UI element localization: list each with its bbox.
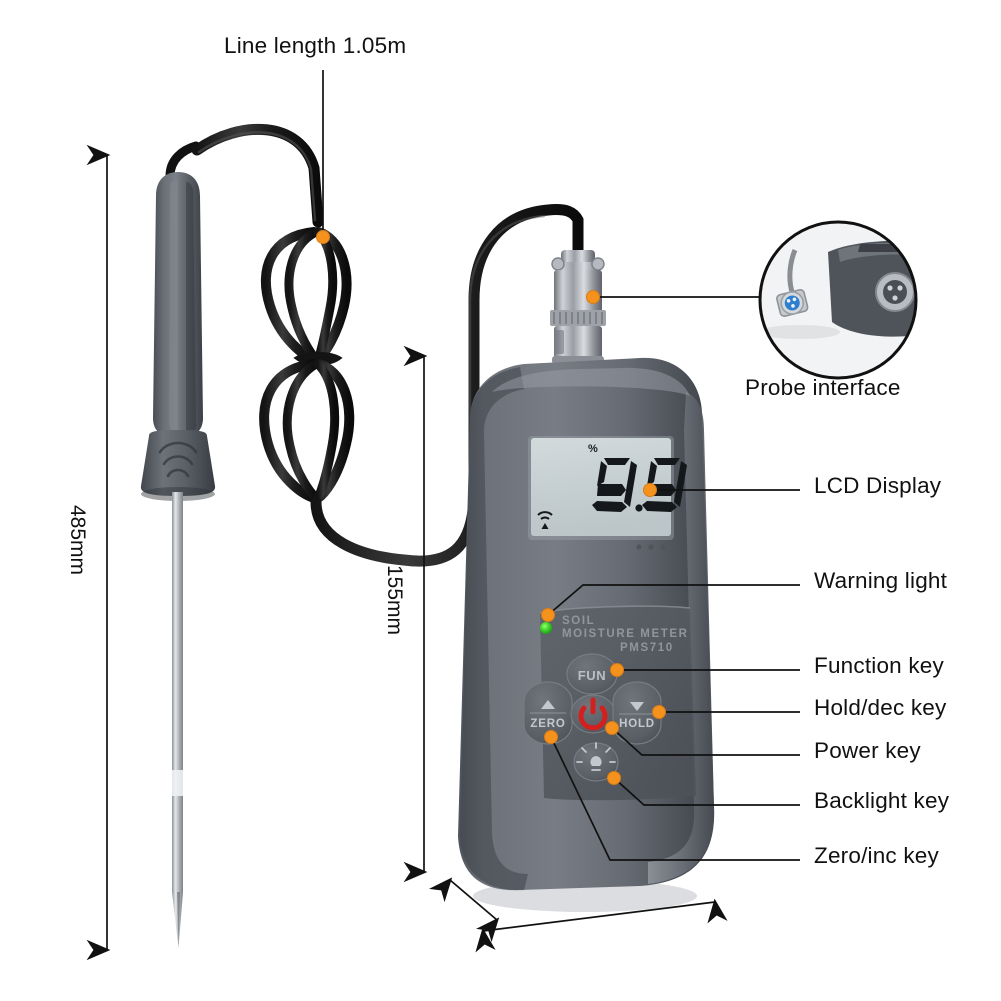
label-probe-length: 485mm — [66, 505, 89, 576]
label-warning-light: Warning light — [814, 568, 948, 593]
callout-dots — [316, 230, 666, 785]
label-backlight-key: Backlight key — [814, 788, 950, 813]
dot-zero-key — [544, 730, 558, 744]
leader-backlight-key — [613, 777, 800, 806]
dot-warning-light — [541, 608, 555, 622]
leader-zero-key — [550, 736, 800, 861]
device-branding: SOIL MOISTURE METER PMS710 — [562, 615, 689, 654]
svg-text:HOLD: HOLD — [619, 718, 655, 730]
warning-led — [540, 622, 552, 634]
dot-probe-interface — [586, 290, 600, 304]
power-icon — [578, 697, 608, 731]
label-hold-key: Hold/dec key — [814, 695, 947, 720]
hold-button: HOLD — [612, 681, 662, 745]
dot-lcd-display — [643, 483, 657, 497]
dot-line-length — [316, 230, 330, 244]
svg-text:%: % — [588, 443, 598, 455]
zero-button: ZERO — [523, 681, 573, 745]
probe-interface-inset — [758, 220, 918, 380]
label-probe-interface: Probe interface — [745, 375, 901, 400]
speaker-dots — [636, 544, 666, 550]
power-button — [570, 694, 616, 734]
label-meter-height: 155mm — [383, 565, 406, 636]
svg-text:MOISTURE METER: MOISTURE METER — [562, 628, 689, 640]
label-line-length: Line length 1.05m — [224, 33, 407, 58]
svg-text:ZERO: ZERO — [530, 718, 565, 730]
label-power-key: Power key — [814, 738, 921, 763]
label-function-key: Function key — [814, 653, 944, 678]
meter-width-dimension — [475, 898, 728, 953]
bnc-connector — [550, 250, 606, 364]
svg-text:SOIL: SOIL — [562, 615, 595, 627]
label-zero-key: Zero/inc key — [814, 843, 939, 868]
soil-probe — [140, 141, 216, 948]
backlight-button — [573, 742, 619, 782]
lcd-digits — [592, 458, 687, 512]
dot-backlight-key — [607, 771, 621, 785]
svg-text:PMS710: PMS710 — [620, 642, 674, 654]
dot-function-key — [610, 663, 624, 677]
bulb-icon — [576, 742, 616, 771]
dot-hold-key — [652, 705, 666, 719]
lcd-signal-icon — [537, 511, 553, 529]
svg-text:FUN: FUN — [578, 668, 607, 683]
leader-warning-light — [547, 584, 800, 616]
leader-power-key — [611, 727, 800, 756]
label-lcd-display: LCD Display — [814, 473, 942, 498]
dot-power-key — [605, 721, 619, 735]
